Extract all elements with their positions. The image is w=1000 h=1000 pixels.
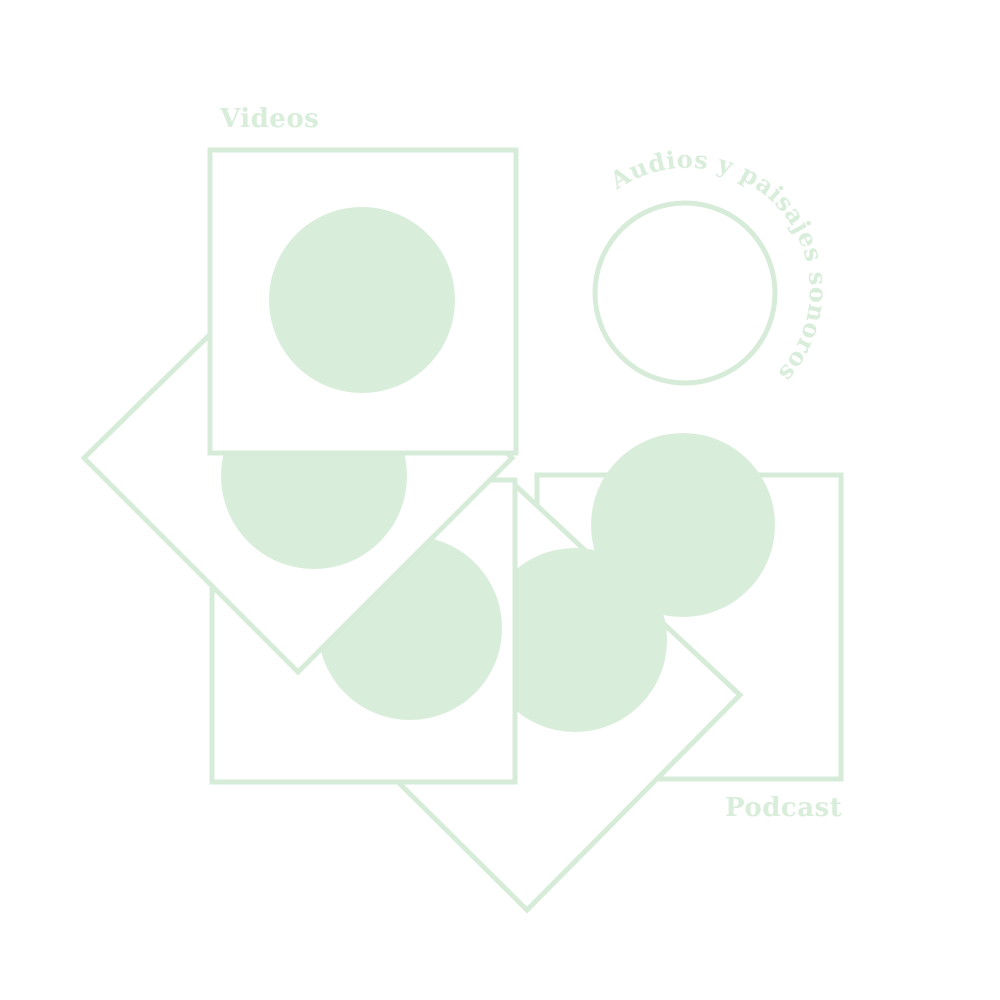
diamond-right-record-disc: [483, 548, 667, 732]
podcast-record-disc: [591, 433, 775, 617]
audio-ring[interactable]: Audios y paisajes sonoros: [592, 145, 833, 389]
podcast-label[interactable]: Podcast: [725, 793, 843, 823]
audios-label[interactable]: Audios y paisajes sonoros: [604, 145, 833, 389]
videos-record-disc: [269, 207, 455, 393]
videos-sleeve[interactable]: [207, 147, 519, 456]
videos-label[interactable]: Videos: [220, 104, 320, 134]
audio-ring-circle: [592, 200, 778, 386]
